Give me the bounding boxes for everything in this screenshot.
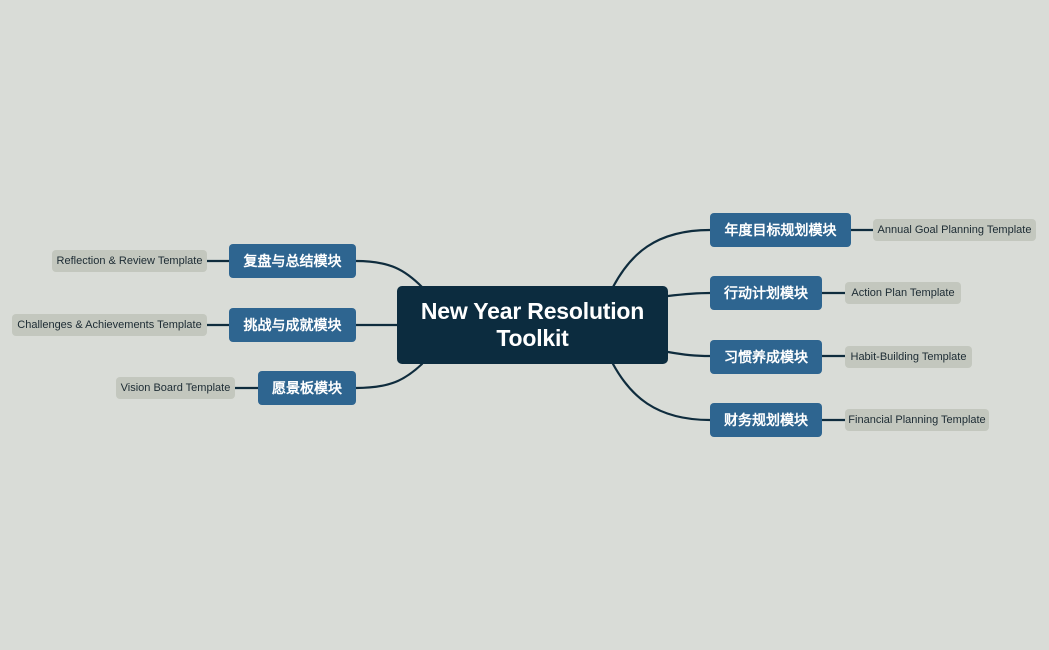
topic-annual-goal-planning[interactable]: 年度目标规划模块 xyxy=(710,213,851,247)
root-topic-line-2: Toolkit xyxy=(496,325,569,351)
subtopic-vision-board-template[interactable]: Vision Board Template xyxy=(116,377,235,399)
topic-habit-building[interactable]: 习惯养成模块 xyxy=(710,340,822,374)
subtopic-annual-goal-planning-template[interactable]: Annual Goal Planning Template xyxy=(873,219,1036,241)
topic-vision-board[interactable]: 愿景板模块 xyxy=(258,371,356,405)
topic-financial-planning[interactable]: 财务规划模块 xyxy=(710,403,822,437)
root-topic[interactable]: New Year Resolution Toolkit xyxy=(397,286,668,364)
topic-label: 习惯养成模块 xyxy=(724,350,808,366)
connector-root-to-financial xyxy=(611,362,712,422)
subtopic-label: Reflection & Review Template xyxy=(56,255,203,267)
root-topic-line-1: New Year Resolution xyxy=(420,298,645,324)
topic-label: 财务规划模块 xyxy=(724,413,808,429)
topic-challenges-achievements[interactable]: 挑战与成就模块 xyxy=(229,308,356,342)
subtopic-action-plan-template[interactable]: Action Plan Template xyxy=(845,282,961,304)
subtopic-label: Financial Planning Template xyxy=(848,414,986,426)
connector-root-to-habit xyxy=(666,350,712,358)
subtopic-habit-building-template[interactable]: Habit-Building Template xyxy=(845,346,972,368)
topic-label: 复盘与总结模块 xyxy=(243,254,342,270)
topic-reflection-review[interactable]: 复盘与总结模块 xyxy=(229,244,356,278)
connector-root-to-vision xyxy=(354,362,424,390)
topic-label: 愿景板模块 xyxy=(272,381,342,397)
subtopic-financial-planning-template[interactable]: Financial Planning Template xyxy=(845,409,989,431)
topic-label: 挑战与成就模块 xyxy=(243,318,342,334)
topic-label: 年度目标规划模块 xyxy=(724,223,837,239)
subtopic-label: Challenges & Achievements Template xyxy=(17,319,202,331)
connector-root-to-reflection xyxy=(354,259,424,289)
subtopic-label: Action Plan Template xyxy=(851,287,955,299)
subtopic-label: Vision Board Template xyxy=(120,382,231,394)
connector-root-to-action-plan xyxy=(666,291,712,298)
subtopic-label: Annual Goal Planning Template xyxy=(877,224,1032,236)
topic-label: 行动计划模块 xyxy=(724,286,808,302)
connector-root-to-annual-goal xyxy=(611,228,712,289)
subtopic-label: Habit-Building Template xyxy=(850,351,967,363)
topic-action-plan[interactable]: 行动计划模块 xyxy=(710,276,822,310)
subtopic-challenges-achievements-template[interactable]: Challenges & Achievements Template xyxy=(12,314,207,336)
subtopic-reflection-review-template[interactable]: Reflection & Review Template xyxy=(52,250,207,272)
